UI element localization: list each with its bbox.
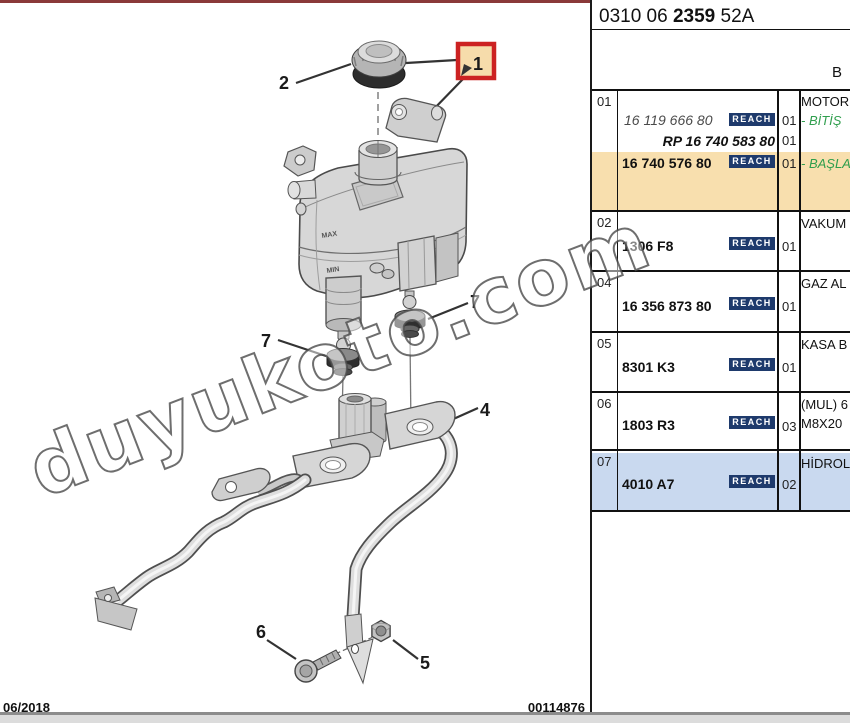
- top-accent-line: [0, 0, 850, 3]
- part-number: 1803 R3: [622, 417, 675, 433]
- reach-badge[interactable]: REACH: [729, 416, 775, 429]
- reach-badge[interactable]: REACH: [729, 113, 775, 126]
- code-suffix: 52A: [720, 6, 755, 27]
- ref-number: 01: [597, 94, 612, 109]
- bracket-wings: [211, 400, 456, 502]
- part-number: 4010 A7: [622, 476, 675, 492]
- callout-7-right[interactable]: 7: [470, 292, 480, 312]
- band-label: B: [831, 64, 842, 81]
- column-line-ref: [617, 91, 618, 512]
- column-line-qty: [777, 91, 779, 512]
- qty: 01: [782, 360, 797, 375]
- table-row-01[interactable]: 01 16 119 666 80 REACH 01 RP 16 740 583 …: [592, 91, 850, 212]
- callout-1[interactable]: 1: [473, 54, 483, 74]
- expansion-tank: MAX MIN: [283, 140, 468, 353]
- callout-5[interactable]: 5: [420, 653, 430, 673]
- part-number-superseded: 16 119 666 80: [624, 112, 713, 128]
- description: GAZ AL: [801, 276, 847, 291]
- parts-table-panel: 0310 06 2359 52A B 01 16 119 666 80 REAC…: [592, 0, 850, 715]
- document-number: 00114876: [527, 700, 585, 715]
- highlight-blue: [592, 453, 850, 510]
- callout-4[interactable]: 4: [480, 400, 490, 420]
- callout-7-left[interactable]: 7: [261, 331, 271, 351]
- ref-number: 07: [597, 454, 612, 469]
- table-row-05[interactable]: 05 8301 K3 REACH 01 KASA B: [592, 333, 850, 393]
- table-row-07[interactable]: 07 4010 A7 REACH 02 HİDROL: [592, 451, 850, 512]
- pipe-end-hole: [351, 644, 359, 654]
- exploded-diagram-panel: MAX MIN: [0, 3, 590, 715]
- bolt: [294, 649, 342, 683]
- filler-cap: [351, 40, 407, 89]
- ref-number: 04: [597, 275, 612, 290]
- qty: 01: [782, 113, 797, 128]
- part-number-rp: RP 16 740 583 80: [662, 133, 775, 149]
- description-start: - BAŞLA: [801, 156, 850, 171]
- pipe-left-end: [94, 597, 138, 631]
- qty: 01: [782, 239, 797, 254]
- pipe-right: [346, 424, 458, 624]
- ref-number: 02: [597, 215, 612, 230]
- ref-number: 06: [597, 396, 612, 411]
- pipe-left-hole: [104, 594, 112, 602]
- reach-badge[interactable]: REACH: [729, 155, 775, 168]
- qty: 01: [782, 299, 797, 314]
- panel-divider: [590, 0, 592, 715]
- part-number: 1306 F8: [622, 238, 674, 254]
- parts-rows: 01 16 119 666 80 REACH 01 RP 16 740 583 …: [592, 89, 850, 512]
- qty: 01: [782, 156, 797, 171]
- code-prefix: 0310 06: [599, 6, 668, 27]
- callout-arrow-icon: [461, 64, 472, 76]
- tank-min-mark: MIN: [326, 266, 340, 275]
- table-row-06[interactable]: 06 1803 R3 REACH 03 (MUL) 6 M8X20: [592, 393, 850, 451]
- description: (MUL) 6: [801, 397, 848, 412]
- bolt-axis-line: [310, 631, 385, 666]
- nut: [371, 619, 391, 643]
- grommet-left: [326, 348, 360, 376]
- description: VAKUM: [801, 216, 847, 231]
- description: HİDROL: [801, 456, 850, 471]
- pipe-left: [105, 473, 312, 612]
- callout-6[interactable]: 6: [256, 622, 266, 642]
- code-bold: 2359: [672, 6, 716, 27]
- exploded-diagram: MAX MIN: [94, 40, 497, 685]
- tank-max-mark: MAX: [321, 231, 338, 240]
- qty: 03: [782, 419, 797, 434]
- reach-badge[interactable]: REACH: [729, 475, 775, 488]
- reach-badge[interactable]: REACH: [729, 297, 775, 310]
- catalog-code-header: 0310 06 2359 52A: [592, 3, 850, 30]
- part-number: 16 356 873 80: [622, 298, 712, 314]
- table-row-04[interactable]: 04 16 356 873 80 REACH 01 GAZ AL: [592, 272, 850, 333]
- bottom-bar: [0, 712, 850, 723]
- qty: 01: [782, 133, 797, 148]
- grommet-right: [394, 309, 426, 338]
- table-row-02[interactable]: 02 1306 F8 REACH 01 VAKUM: [592, 212, 850, 272]
- part-number: 8301 K3: [622, 359, 675, 375]
- description-end: - BİTİŞ: [801, 113, 842, 128]
- description-line2: M8X20: [801, 416, 843, 431]
- highlight-orange: [592, 152, 850, 210]
- header-band: B: [592, 30, 850, 89]
- column-line-desc: [799, 91, 801, 512]
- part-number-current: 16 740 576 80: [622, 155, 712, 171]
- revision-date: 06/2018: [3, 700, 50, 715]
- reach-badge[interactable]: REACH: [729, 237, 775, 250]
- description: KASA B: [801, 337, 848, 352]
- callout-2[interactable]: 2: [279, 73, 289, 93]
- ref-number: 05: [597, 336, 612, 351]
- reach-badge[interactable]: REACH: [729, 358, 775, 371]
- description-title: MOTOR: [801, 94, 850, 109]
- tank-top-bracket: [385, 97, 447, 143]
- pipe-end-plate: [346, 638, 374, 685]
- qty: 02: [782, 477, 797, 492]
